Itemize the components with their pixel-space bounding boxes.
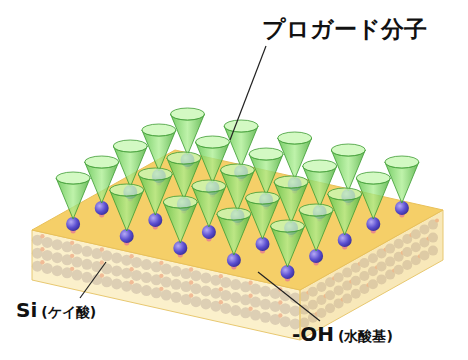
label-text: (ケイ酸) <box>41 304 96 322</box>
cone-top <box>113 140 147 152</box>
proguard-molecule <box>385 156 419 218</box>
proguard-molecule <box>217 208 251 270</box>
cone-top <box>217 208 251 220</box>
proguard-molecule <box>356 172 390 234</box>
proguard-molecule <box>271 220 305 282</box>
cone-top <box>246 192 280 204</box>
label-text: プロガード分子 <box>262 14 427 45</box>
cone-top <box>271 220 305 232</box>
cone-top <box>142 124 176 136</box>
callout-label: Si(ケイ酸) <box>16 298 96 322</box>
cone-top <box>328 188 362 200</box>
cone-top <box>385 156 419 168</box>
cone-top <box>249 148 283 160</box>
cone-top <box>274 176 308 188</box>
label-text: (水酸基) <box>338 328 393 346</box>
cone-top <box>303 160 337 172</box>
proguard-molecule <box>328 188 362 250</box>
proguard-molecule <box>299 204 333 266</box>
slab-top <box>32 150 443 290</box>
cone-top <box>196 136 230 148</box>
label-text: Si <box>16 298 37 322</box>
cone-top <box>221 164 255 176</box>
cone-top <box>356 172 390 184</box>
cone-top <box>299 204 333 216</box>
cone-top <box>110 184 144 196</box>
proguard-molecule <box>163 196 197 258</box>
cone-top <box>56 172 90 184</box>
cone-top <box>224 120 258 132</box>
cone-top <box>85 156 119 168</box>
cone-top <box>138 168 172 180</box>
cone-top <box>167 152 201 164</box>
callout-label: -OH(水酸基) <box>292 322 393 346</box>
proguard-molecule <box>56 172 90 234</box>
leader-line <box>80 262 106 298</box>
leader-line <box>258 272 320 321</box>
cone-top <box>192 180 226 192</box>
cone-top <box>278 132 312 144</box>
proguard-molecule <box>110 184 144 246</box>
cone-top <box>163 196 197 208</box>
cone-top <box>171 108 205 120</box>
label-text: -OH <box>292 322 334 346</box>
leader-line <box>230 46 266 140</box>
callout-label: プロガード分子 <box>262 14 427 45</box>
cone-top <box>331 144 365 156</box>
